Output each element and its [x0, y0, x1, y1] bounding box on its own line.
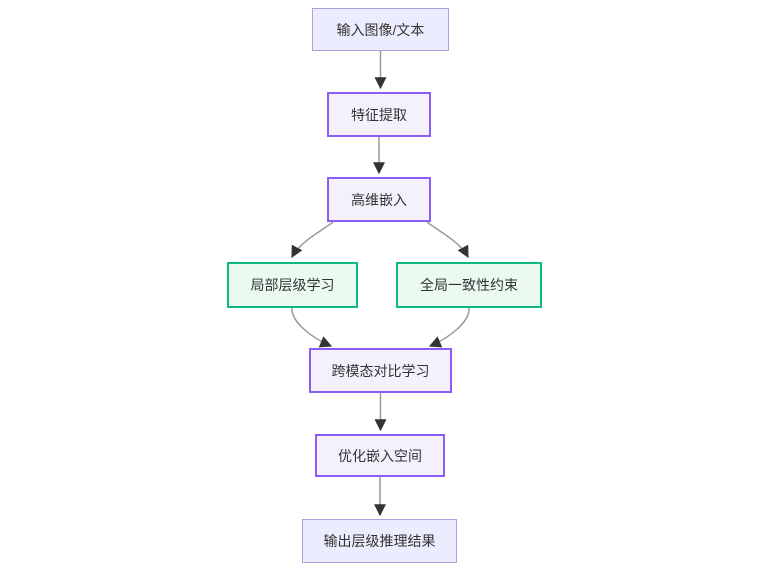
edge-embed-to-local — [291, 221, 334, 259]
node-optimize-embedding-space: 优化嵌入空间 — [315, 434, 445, 477]
node-output-result: 输出层级推理结果 — [302, 519, 457, 563]
edge-embed-to-global — [426, 221, 469, 259]
node-high-dim-embedding: 高维嵌入 — [327, 177, 431, 222]
node-input: 输入图像/文本 — [312, 8, 449, 51]
node-feature-extraction: 特征提取 — [327, 92, 431, 137]
node-global-consistency-constraint: 全局一致性约束 — [396, 262, 542, 308]
edge-local-to-crossmodal — [291, 307, 333, 348]
edge-global-to-crossmodal — [428, 307, 470, 348]
node-local-hierarchy-learning: 局部层级学习 — [227, 262, 358, 308]
node-crossmodal-contrastive-learning: 跨模态对比学习 — [309, 348, 452, 393]
